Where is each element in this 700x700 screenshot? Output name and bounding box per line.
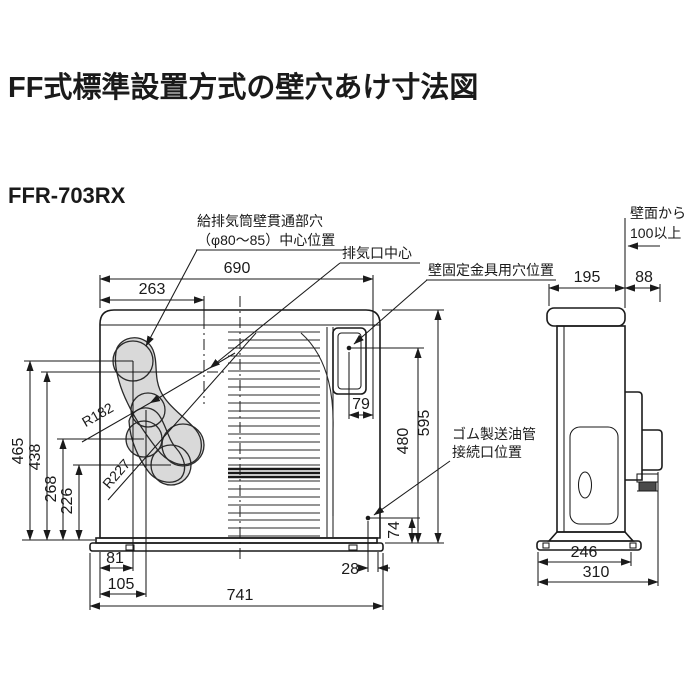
side-top-cap bbox=[546, 307, 626, 327]
side-oil-connector bbox=[636, 473, 659, 492]
side-panel-handle bbox=[577, 471, 593, 499]
callouts: 給排気筒壁貫通部穴 （φ80～85）中心位置 排気口中心 壁固定金具用穴位置 ゴ… bbox=[145, 205, 686, 516]
side-view: 195 88 246 310 bbox=[536, 218, 663, 586]
dim-oil-port-height: 74 bbox=[386, 521, 403, 539]
flue-hole-label-2: （φ80～85）中心位置 bbox=[197, 232, 335, 248]
dim-wall-gap: 88 bbox=[635, 269, 653, 286]
model-number: FFR-703RX bbox=[8, 183, 126, 208]
page-title: FF式標準設置方式の壁穴あけ寸法図 bbox=[8, 70, 478, 104]
callout-bracket-hole: 壁固定金具用穴位置 bbox=[353, 262, 556, 345]
radius-lower-label: R227 bbox=[99, 456, 133, 492]
wall-clearance-label-2: 100以上 bbox=[630, 225, 681, 241]
dim-h-top-hole: 465 bbox=[10, 438, 27, 465]
front-grille bbox=[228, 327, 334, 538]
exhaust-center-label: 排気口中心 bbox=[342, 245, 412, 261]
dim-oil-port-x: 28 bbox=[341, 561, 359, 578]
dim-total-height: 595 bbox=[416, 410, 433, 437]
bracket-hole-label: 壁固定金具用穴位置 bbox=[428, 262, 554, 278]
wall-clearance-label-1: 壁面から bbox=[630, 205, 686, 221]
dim-base-width: 741 bbox=[227, 587, 254, 604]
side-base bbox=[536, 531, 642, 551]
side-dimension-lines bbox=[537, 284, 661, 586]
dim-total-depth: 310 bbox=[583, 564, 610, 581]
dim-h-exhaust: 438 bbox=[27, 444, 44, 471]
dim-base-depth: 246 bbox=[571, 544, 598, 561]
dim-depth: 195 bbox=[574, 269, 601, 286]
dim-h-low-hole: 226 bbox=[59, 488, 76, 515]
front-dimension-lines bbox=[26, 275, 442, 610]
dim-body-width: 690 bbox=[224, 260, 251, 277]
oil-pipe-label-1: ゴム製送油管 bbox=[452, 426, 536, 442]
front-view: R182 R227 bbox=[10, 260, 444, 610]
dim-bracket-offset: 79 bbox=[352, 396, 370, 413]
callout-wall-clearance: 壁面から 100以上 bbox=[627, 205, 686, 250]
oil-pipe-label-2: 接続口位置 bbox=[452, 444, 522, 460]
front-base bbox=[89, 537, 384, 552]
callout-oil-pipe: ゴム製送油管 接続口位置 bbox=[373, 426, 536, 516]
front-extension-lines bbox=[22, 275, 444, 610]
exhaust-center-mark bbox=[186, 296, 226, 404]
side-access-panel bbox=[569, 426, 619, 525]
dim-hole-x1: 81 bbox=[106, 550, 124, 567]
dim-bracket-height: 480 bbox=[395, 428, 412, 455]
flue-hole-label-1: 給排気筒壁貫通部穴 bbox=[197, 213, 323, 229]
side-rear-duct bbox=[625, 391, 663, 481]
dim-hole-x2: 105 bbox=[108, 576, 135, 593]
callout-flue-hole: 給排気筒壁貫通部穴 （φ80～85）中心位置 bbox=[145, 213, 344, 347]
dim-exhaust-x: 263 bbox=[139, 281, 166, 298]
dim-h-mid-hole: 268 bbox=[43, 476, 60, 503]
callout-exhaust-center: 排気口中心 bbox=[209, 245, 420, 369]
